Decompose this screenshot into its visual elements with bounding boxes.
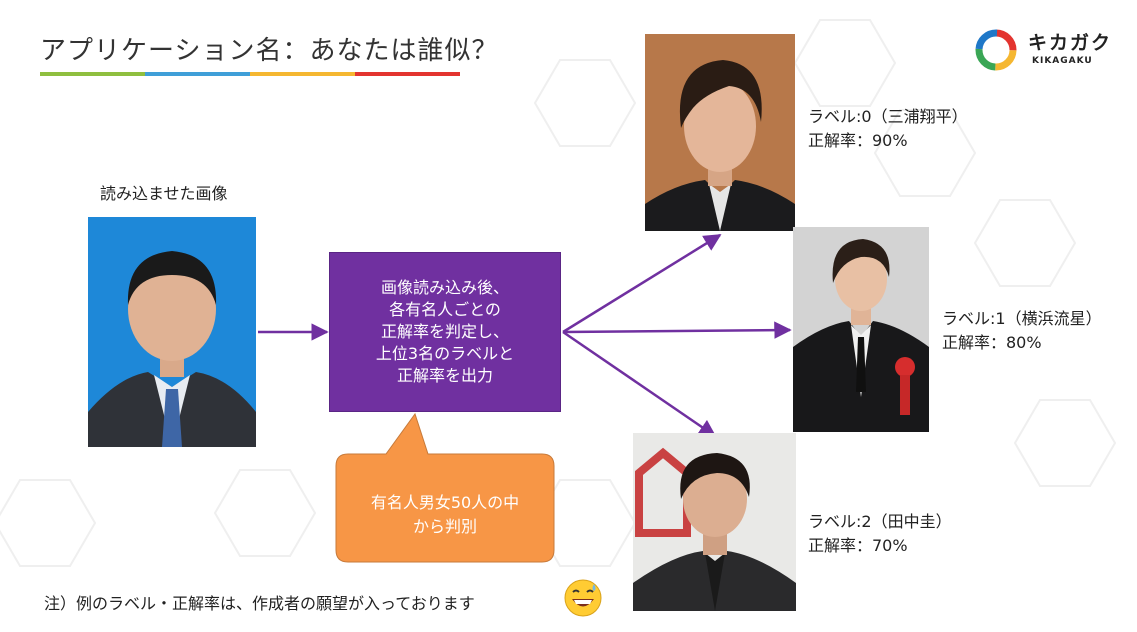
logo-sub: KIKAGAKU <box>1032 56 1093 66</box>
result-2-accuracy: 正解率：70% <box>808 536 908 555</box>
callout-text: 有名人男女50人の中 から判別 <box>336 470 554 560</box>
logo-ring-icon <box>975 29 1017 71</box>
underline-red <box>355 72 460 76</box>
kikagaku-logo: キカガク KIKAGAKU <box>972 26 1122 74</box>
result-2-text: ラベル:2（田中圭） 正解率：70% <box>808 510 952 558</box>
grinning-sweat-emoji-icon <box>564 579 602 617</box>
footnote: 注）例のラベル・正解率は、作成者の願望が入っております <box>44 594 475 613</box>
result-0-label: ラベル:0（三浦翔平） <box>808 107 968 126</box>
result-1-label: ラベル:1（横浜流星） <box>942 309 1102 328</box>
process-text: 画像読み込み後、 各有名人ごとの 正解率を判定し、 上位3名のラベルと 正解率を… <box>376 277 514 387</box>
result-0-text: ラベル:0（三浦翔平） 正解率：90% <box>808 105 968 153</box>
slide-title: アプリケーション名：あなたは誰似？ <box>40 36 499 66</box>
process-box: 画像読み込み後、 各有名人ごとの 正解率を判定し、 上位3名のラベルと 正解率を… <box>329 252 561 412</box>
underline-yellow <box>250 72 355 76</box>
process-line: 正解率を出力 <box>396 366 493 385</box>
process-line: 各有名人ごとの <box>389 300 501 319</box>
process-line: 上位3名のラベルと <box>375 344 515 363</box>
callout-line: 有名人男女50人の中 <box>370 493 520 512</box>
input-photo <box>88 217 256 447</box>
title-underline <box>40 72 460 76</box>
underline-green <box>40 72 145 76</box>
result-0-accuracy: 正解率：90% <box>808 131 908 150</box>
process-line: 画像読み込み後、 <box>380 278 509 297</box>
result-1-text: ラベル:1（横浜流星） 正解率：80% <box>942 307 1102 355</box>
underline-blue <box>145 72 250 76</box>
process-line: 正解率を判定し、 <box>380 322 509 341</box>
result-1-accuracy: 正解率：80% <box>942 333 1042 352</box>
logo-name: キカガク <box>1028 32 1113 54</box>
result-photo-2 <box>633 433 796 611</box>
result-photo-1 <box>793 227 929 432</box>
callout-line: から判別 <box>412 517 477 536</box>
input-caption: 読み込ませた画像 <box>100 184 228 203</box>
result-2-label: ラベル:2（田中圭） <box>808 512 952 531</box>
result-photo-0 <box>645 34 795 231</box>
